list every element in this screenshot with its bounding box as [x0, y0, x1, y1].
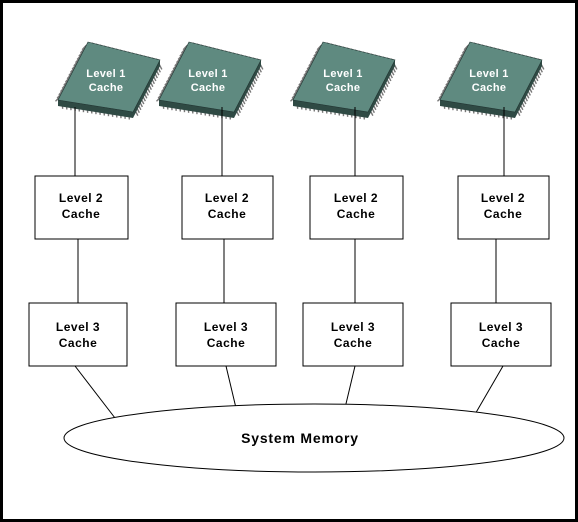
l3-cache-label-line1: Level 3: [204, 320, 248, 334]
l1-cache-chip: Level 1 Cache: [54, 41, 163, 120]
l1-cache-label-line1: Level 1: [188, 68, 227, 80]
l1-cache-label-line1: Level 1: [469, 68, 508, 80]
l3-cache-label-line2: Cache: [207, 336, 246, 350]
connector-l3-memory: [344, 365, 356, 409]
l2-cache-label-line1: Level 2: [334, 191, 378, 205]
l1-cache-label-line2: Cache: [326, 82, 361, 94]
system-memory-label: System Memory: [241, 430, 359, 446]
l3-cache-label-line2: Cache: [59, 336, 98, 350]
l2-cache-box: [34, 175, 129, 240]
l1-cache-label-line2: Cache: [191, 82, 226, 94]
chip-body-top: [57, 41, 161, 113]
l3-cache-box: [302, 302, 404, 367]
l2-cache-label-line1: Level 2: [59, 191, 103, 205]
l2-cache-box: [181, 175, 274, 240]
l1-cache-label-line2: Cache: [472, 82, 507, 94]
cache-hierarchy-diagram: Level 1 Cache Level 2 Cache Level 3 Cache…: [28, 41, 565, 473]
l1-cache-label-line1: Level 1: [323, 68, 362, 80]
cache-column-3: Level 1 Cache Level 2 Cache Level 3 Cache: [289, 41, 404, 409]
l1-cache-chip: Level 1 Cache: [436, 41, 545, 120]
chip-body-top: [292, 41, 396, 113]
l1-cache-chip: Level 1 Cache: [155, 41, 264, 120]
chip-body-top: [158, 41, 262, 113]
cache-column-4: Level 1 Cache Level 2 Cache Level 3 Cache: [436, 41, 552, 417]
l3-cache-label-line1: Level 3: [331, 320, 375, 334]
l2-cache-label-line2: Cache: [62, 207, 101, 221]
l1-cache-label-line1: Level 1: [86, 68, 125, 80]
l2-cache-label-line2: Cache: [484, 207, 523, 221]
connector-l3-memory: [473, 365, 504, 417]
cache-column-2: Level 1 Cache Level 2 Cache Level 3 Cache: [155, 41, 277, 409]
connector-l3-memory: [225, 365, 237, 409]
l3-cache-label-line2: Cache: [334, 336, 373, 350]
l3-cache-box: [450, 302, 552, 367]
l2-cache-label-line1: Level 2: [481, 191, 525, 205]
l1-cache-label-line2: Cache: [89, 82, 124, 94]
l1-cache-chip: Level 1 Cache: [289, 41, 398, 120]
cache-column-1: Level 1 Cache Level 2 Cache Level 3 Cache: [28, 41, 163, 419]
l2-cache-label-line2: Cache: [337, 207, 376, 221]
l2-cache-label-line1: Level 2: [205, 191, 249, 205]
chip-body-top: [439, 41, 543, 113]
l3-cache-label-line2: Cache: [482, 336, 521, 350]
l3-cache-label-line1: Level 3: [479, 320, 523, 334]
l2-cache-box: [309, 175, 404, 240]
system-memory-ellipse: [63, 403, 565, 473]
l3-cache-label-line1: Level 3: [56, 320, 100, 334]
l3-cache-box: [28, 302, 128, 367]
l2-cache-label-line2: Cache: [208, 207, 247, 221]
l2-cache-box: [457, 175, 550, 240]
connector-l3-memory: [74, 365, 116, 419]
l3-cache-box: [175, 302, 277, 367]
